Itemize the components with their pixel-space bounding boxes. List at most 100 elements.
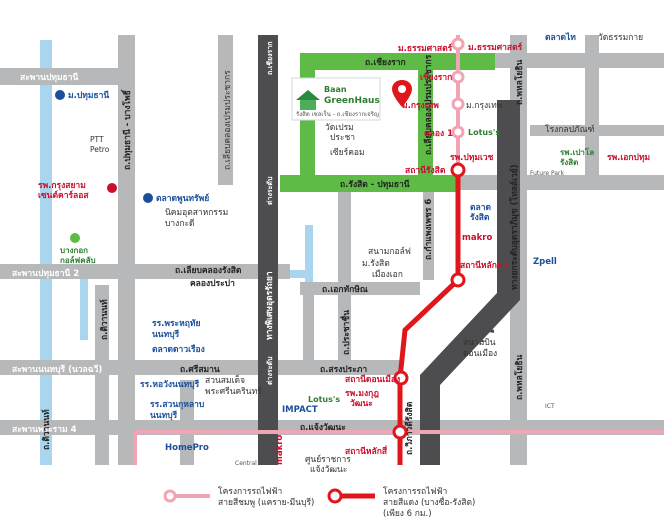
poi-school-nonthaburi-2: นนทบุรี bbox=[152, 329, 180, 340]
poi-market-premium: ตลาดพูนทรัพย์ bbox=[156, 193, 209, 204]
station-red-rangsit bbox=[450, 162, 466, 178]
station-pink-2 bbox=[451, 70, 465, 84]
airplane-icon bbox=[466, 318, 494, 342]
road-label-kamphaeng-phet: ถ.กำแพงเพชร 6 bbox=[423, 199, 434, 260]
legend-red: โครงการรถไฟฟ้า สายสีแดง (บางซื่อ-รังสิต)… bbox=[327, 486, 475, 519]
poi-talat-rangsit-2: รังสิต bbox=[470, 212, 490, 223]
road-liap-khlong-prem bbox=[418, 70, 433, 175]
poi-talat-rangsit: ตลาด bbox=[470, 203, 492, 213]
red-line bbox=[397, 170, 461, 465]
road-liap-khlong-v bbox=[218, 35, 233, 185]
road-label-tiwanon: ถ.ติวานนท์ bbox=[99, 299, 110, 340]
road-rangsit-pathum bbox=[280, 175, 460, 192]
poi-ict: ICT bbox=[545, 403, 555, 410]
road-ekathikat-v bbox=[338, 180, 351, 360]
road-label-chiang-rak: ถ.เชียงราก bbox=[365, 57, 406, 68]
legend-pink: โครงการรถไฟฟ้า สายสีชมพู (แคราย-มีนบุรี) bbox=[163, 486, 314, 508]
golf-icon bbox=[70, 233, 80, 243]
road-pathumthani-bridge bbox=[0, 68, 130, 85]
road-label-liap-khlong-v: ถ.เลียบคลองเปรมประชากร bbox=[222, 70, 233, 170]
road-si-saman bbox=[130, 360, 280, 375]
station-labels: ม.ธรรมศาสตร์ เชียงราก ม.กรุงเทพ คลอง 1 ร… bbox=[345, 43, 508, 457]
poi-lotus: Lotus's bbox=[468, 128, 500, 137]
poi-golf: บางกอก bbox=[60, 246, 88, 255]
info-icon bbox=[55, 90, 65, 100]
poi-wat-prem: วัดเปรม bbox=[325, 123, 354, 133]
poi-government: ศูนย์ราชการ bbox=[305, 454, 351, 465]
legend-red-3: (เพียง 6 กม.) bbox=[383, 508, 432, 519]
poi-hospital-mongkut: รพ.มงกุฎ bbox=[345, 389, 379, 399]
road-label-phra-ram-4: สะพานพระราม 4 bbox=[12, 425, 77, 435]
road-chiang-rak bbox=[300, 53, 495, 70]
road-label-prachachuen: ถ.ประชาชื่น bbox=[339, 310, 352, 355]
poi-hospital-mongkut-2: วัฒนะ bbox=[350, 398, 373, 409]
poi-government-2: แจ้งวัฒนะ bbox=[310, 464, 347, 475]
station-label-lak-si: สถานีหลักสี่ bbox=[345, 444, 388, 457]
poi-sports-center: สวนสมเด็จ bbox=[205, 374, 245, 386]
road-label-chiang-rak-v: ถ.เชียงราก bbox=[266, 42, 274, 76]
station-label-lak-hok: สถานีหลักหก bbox=[460, 260, 508, 271]
highway-vibhavadi bbox=[420, 100, 520, 465]
canal-rangsit bbox=[305, 225, 313, 273]
poi-airport-2: ดอนเมือง bbox=[463, 348, 497, 359]
station-label-thammasat: ม.ธรรมศาสตร์ bbox=[398, 43, 453, 54]
poi-zpell: Zpell bbox=[533, 257, 557, 267]
road-label-si-saman: ถ.ศรีสมาน bbox=[180, 364, 220, 375]
station-pink-3 bbox=[451, 97, 465, 111]
poi-airport: สนามบิน bbox=[463, 338, 496, 348]
poi-wat-chao: รร.หอวังนนทบุรี bbox=[140, 379, 200, 390]
poi-hospital-kasemrad-2: เซนต์คาร์ลอส bbox=[38, 190, 89, 201]
poi-hospital-pathumthani-2: รังสิต bbox=[560, 158, 578, 167]
poi-industrial: นิคมอุตสาหกรรม bbox=[165, 208, 228, 218]
poi-ptt: PTT bbox=[90, 135, 104, 144]
poi-labels: ม.ปทุมธานี PTT Petro รพ.กรุงสยาม เซนต์คา… bbox=[38, 32, 650, 475]
poi-rangsit-golf: สนามกอล์ฟ bbox=[368, 246, 411, 257]
road-tiwanon-v bbox=[95, 285, 109, 465]
road-label-pathumthani-2: สะพานปทุมธานี 2 bbox=[12, 268, 79, 279]
station-red-lak-si bbox=[392, 424, 408, 440]
road-label-kanchanaphisek: ทางพิเศษอุดรรัถยา bbox=[264, 271, 275, 340]
poi-wat-thammakai: วัดธรรมกาย bbox=[598, 33, 643, 43]
poi-bangkok-u: ม.กรุงเทพ bbox=[466, 101, 502, 111]
poi-hospital-kasemrad: รพ.กรุงสยาม bbox=[38, 181, 86, 191]
project-brand-sub: รังสิต เซลเร็น - ถ.เชียงรากเจริญ bbox=[296, 109, 379, 118]
legend: โครงการรถไฟฟ้า สายสีชมพู (แคราย-มีนบุรี)… bbox=[163, 486, 475, 519]
canal-west bbox=[40, 40, 52, 465]
station-label-chiang-rak: เชียงราก bbox=[420, 72, 452, 83]
road-label-liap-khlong: ถ.เลียบคลองรังสิต bbox=[175, 265, 242, 276]
station-pink-1 bbox=[451, 37, 465, 51]
hospital-icon bbox=[107, 183, 117, 193]
road-label-song-prapha: ถ.สรงประภา bbox=[320, 365, 367, 375]
station-label-bangkok-u: ม.กรุงเทพ bbox=[402, 101, 439, 111]
legend-red-2: สายสีแดง (บางซื่อ-รังสิต) bbox=[383, 496, 475, 508]
poi-rangsit-u: ม.รังสิต bbox=[362, 259, 390, 269]
poi-pathumthani-u: ม.ปทุมธานี bbox=[68, 90, 109, 101]
poi-future-park: Future Park bbox=[530, 170, 565, 177]
poi-ptt-sub: Petro bbox=[90, 145, 110, 154]
road-label-makro: makro bbox=[275, 435, 285, 465]
road-kamphaeng-phet bbox=[423, 180, 434, 280]
poi-hospital-ekachai: รพ.เอกปทุม bbox=[607, 153, 650, 163]
poi-school-satri-2: นนทบุรี bbox=[150, 410, 178, 421]
poi-school-satri: รร.สวนกุหลาบ bbox=[150, 400, 204, 410]
highways bbox=[258, 35, 520, 465]
road-ekathikat bbox=[300, 282, 420, 295]
road-label-tollway: ทางยกระดับอุตราภิมุข (โทลล์เวย์) bbox=[509, 164, 520, 290]
road-label-chaeng-watthana: ถ.แจ้งวัฒนะ bbox=[300, 422, 346, 433]
road-prachachuen bbox=[303, 285, 314, 365]
road-label-west-canal: ถ.ติวานนท์ bbox=[41, 409, 52, 450]
road-pathum-bangpho bbox=[118, 35, 135, 465]
legend-pink-1: โครงการรถไฟฟ้า bbox=[218, 486, 282, 497]
poi-robinson: โรงกลปภัณฑ์ bbox=[545, 124, 595, 135]
road-labels: สะพานปทุมธานี ถ.เชียงราก ถ.รังสิต - ปทุม… bbox=[12, 42, 525, 466]
road-label-ekathikat: ถ.เอกทักษิณ bbox=[322, 284, 368, 295]
road-pathumthani-2 bbox=[0, 264, 290, 279]
poi-rangsit-u-2: เมืองเอก bbox=[372, 269, 403, 280]
poi-hospital-pathumthani: รพ.เปาโล bbox=[560, 147, 594, 157]
road-label-khlong-prapa: คลองประปา bbox=[190, 279, 235, 289]
location-pin-icon bbox=[392, 80, 412, 107]
poi-wat-prem-2: ประชา bbox=[330, 133, 355, 143]
poi-talat-thai: ตลาดไท bbox=[545, 32, 576, 43]
road-label-chaeng-ramp: ต่างระดับ bbox=[266, 356, 274, 385]
